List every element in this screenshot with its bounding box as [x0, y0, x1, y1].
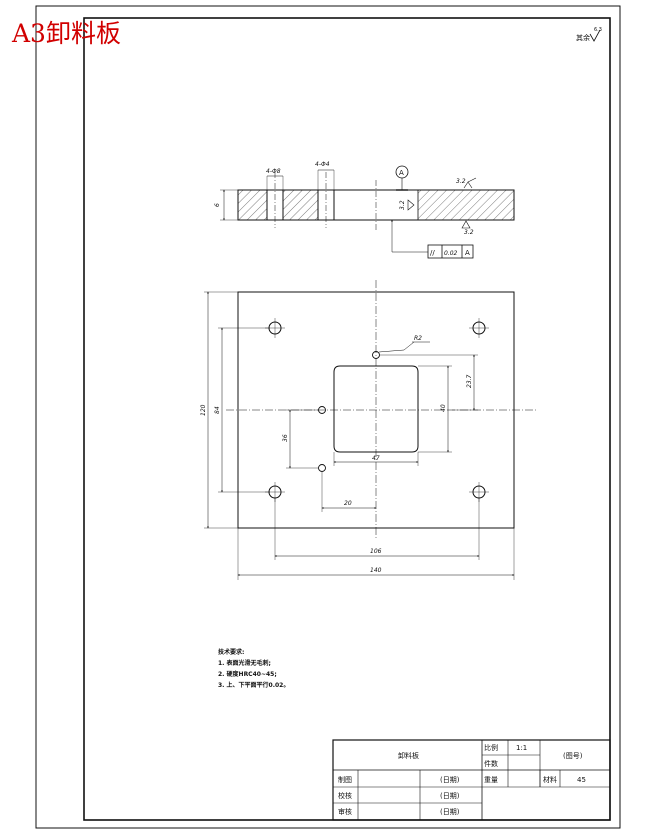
tolerance-datum: A — [465, 249, 470, 257]
role-checker: 校核 — [338, 791, 352, 800]
role-drafter: 制图 — [338, 775, 352, 784]
roughness-side: 3.2 — [399, 200, 406, 210]
width-inner-dim: 106 — [370, 548, 382, 555]
part-name: 卸料板 — [398, 751, 419, 760]
height-inner-dim: 84 — [214, 406, 221, 414]
plan-view: 120 84 36 20 47 40 23.7 R2 — [200, 280, 536, 580]
tolerance-value: 0.02 — [444, 250, 458, 257]
pilot-offset-dim: 20 — [344, 500, 352, 507]
scale-label: 比例 — [484, 743, 498, 752]
scale-value: 1:1 — [516, 744, 527, 752]
date-checker: (日期) — [440, 792, 460, 800]
page-title: A3卸料板 — [11, 19, 121, 48]
screw-holes — [265, 318, 489, 502]
surface-finish-value: 6.3 — [594, 27, 602, 33]
pilot-spacing-dim: 36 — [282, 434, 289, 442]
outer-frame — [35, 5, 621, 829]
window-height-dim: 40 — [440, 404, 447, 412]
surface-finish-label: 其余 — [576, 33, 590, 42]
window-width-dim: 47 — [372, 455, 380, 462]
date-approver: (日期) — [440, 808, 460, 816]
tolerance-frame — [427, 244, 474, 259]
role-approver: 审核 — [338, 807, 352, 816]
note-item: 3. 上、下平面平行0.02。 — [218, 681, 289, 689]
hole-dim-left: 4-Φ8 — [266, 168, 281, 175]
note-item: 1. 表面光滑无毛刺; — [218, 659, 271, 667]
technical-notes: 技术要求: 1. 表面光滑无毛刺; 2. 硬度HRC40~45; 3. 上、下平… — [218, 648, 289, 689]
punch-window — [333, 365, 419, 453]
thickness-dim: 6 — [214, 203, 221, 207]
hole-dim-right: 4-Φ4 — [315, 161, 330, 168]
material-label: 材料 — [543, 775, 557, 784]
qty-label: 件数 — [484, 759, 498, 768]
window-top-offset-dim: 23.7 — [466, 374, 473, 388]
tolerance-symbol: // — [430, 249, 435, 257]
roughness-bottom: 3.2 — [464, 229, 474, 236]
date-drafter: (日期) — [440, 776, 460, 784]
title-block-text: 卸料板 比例 1:1 件数 (图号) 重量 材料 45 制图 (日期) 校核 (… — [338, 743, 586, 816]
notes-title: 技术要求: — [218, 648, 244, 656]
weight-label: 重量 — [484, 776, 498, 784]
note-item: 2. 硬度HRC40~45; — [218, 670, 277, 678]
datum-label: A — [399, 169, 404, 177]
corner-radius-dim: R2 — [414, 335, 422, 342]
width-outer-dim: 140 — [370, 567, 382, 574]
drawing-number: (图号) — [563, 752, 583, 760]
pilot-holes — [318, 351, 380, 472]
title-block — [332, 739, 611, 821]
roughness-top: 3.2 — [456, 178, 466, 185]
front-view: 4-Φ8 4-Φ4 6 A 3.2 3.2 3.2 // 0.02 — [214, 161, 515, 259]
material-value: 45 — [577, 776, 586, 784]
height-outer-dim: 120 — [200, 404, 207, 416]
inner-frame — [83, 17, 611, 821]
surface-finish-symbol: 其余 6.3 — [576, 27, 602, 42]
